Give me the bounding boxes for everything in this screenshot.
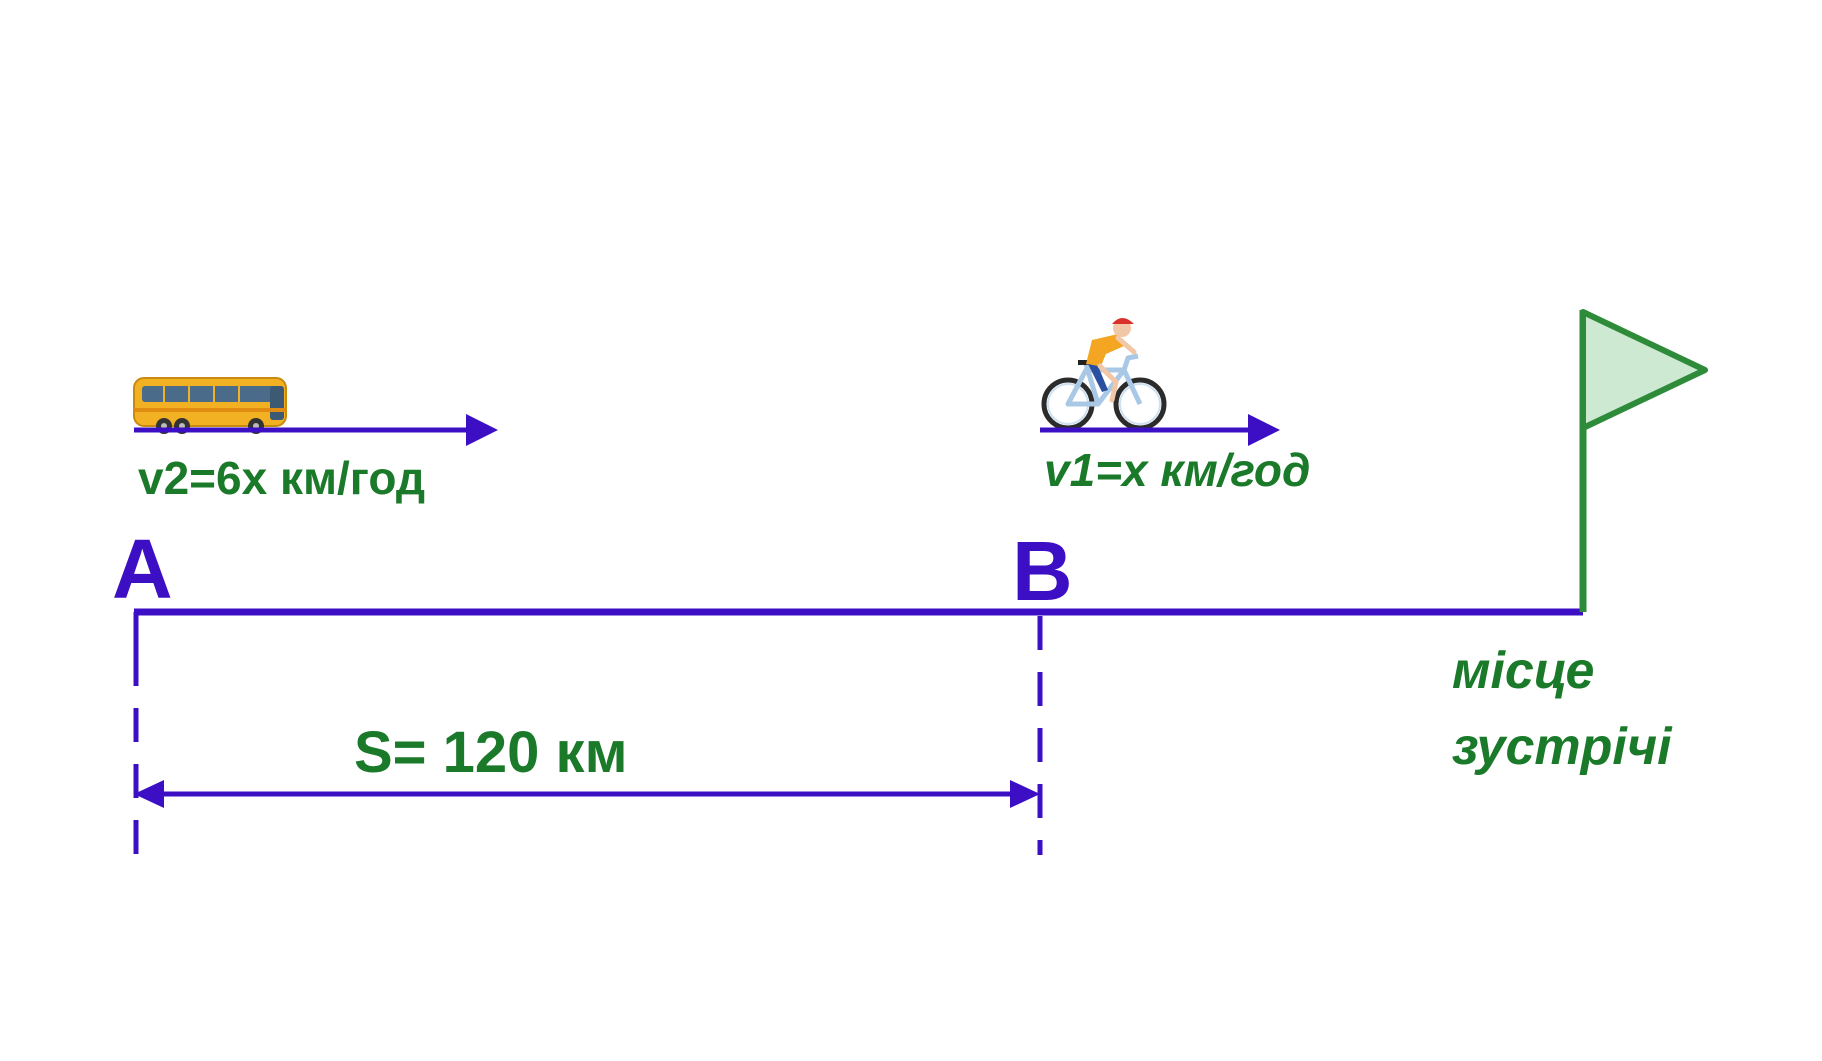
meeting-label-line2: зустрічі xyxy=(1452,718,1673,776)
distance-label: S= 120 км xyxy=(354,720,628,785)
distance-arrow-right-head xyxy=(1010,780,1040,808)
distance-arrow-left-head xyxy=(134,780,164,808)
meeting-label-line1: місце xyxy=(1452,642,1594,700)
flag-icon xyxy=(1579,309,1708,612)
point-a-label: A xyxy=(112,522,173,616)
bicycle-icon xyxy=(1041,318,1167,431)
bus-icon xyxy=(133,377,287,434)
cyclist-speed-label: v1=x км/год xyxy=(1044,444,1310,496)
point-b-label: B xyxy=(1012,524,1073,618)
bus-velocity-arrow-head xyxy=(466,414,498,446)
bus-speed-label: v2=6x км/год xyxy=(138,452,425,504)
cyclist-velocity-arrow-head xyxy=(1248,414,1280,446)
